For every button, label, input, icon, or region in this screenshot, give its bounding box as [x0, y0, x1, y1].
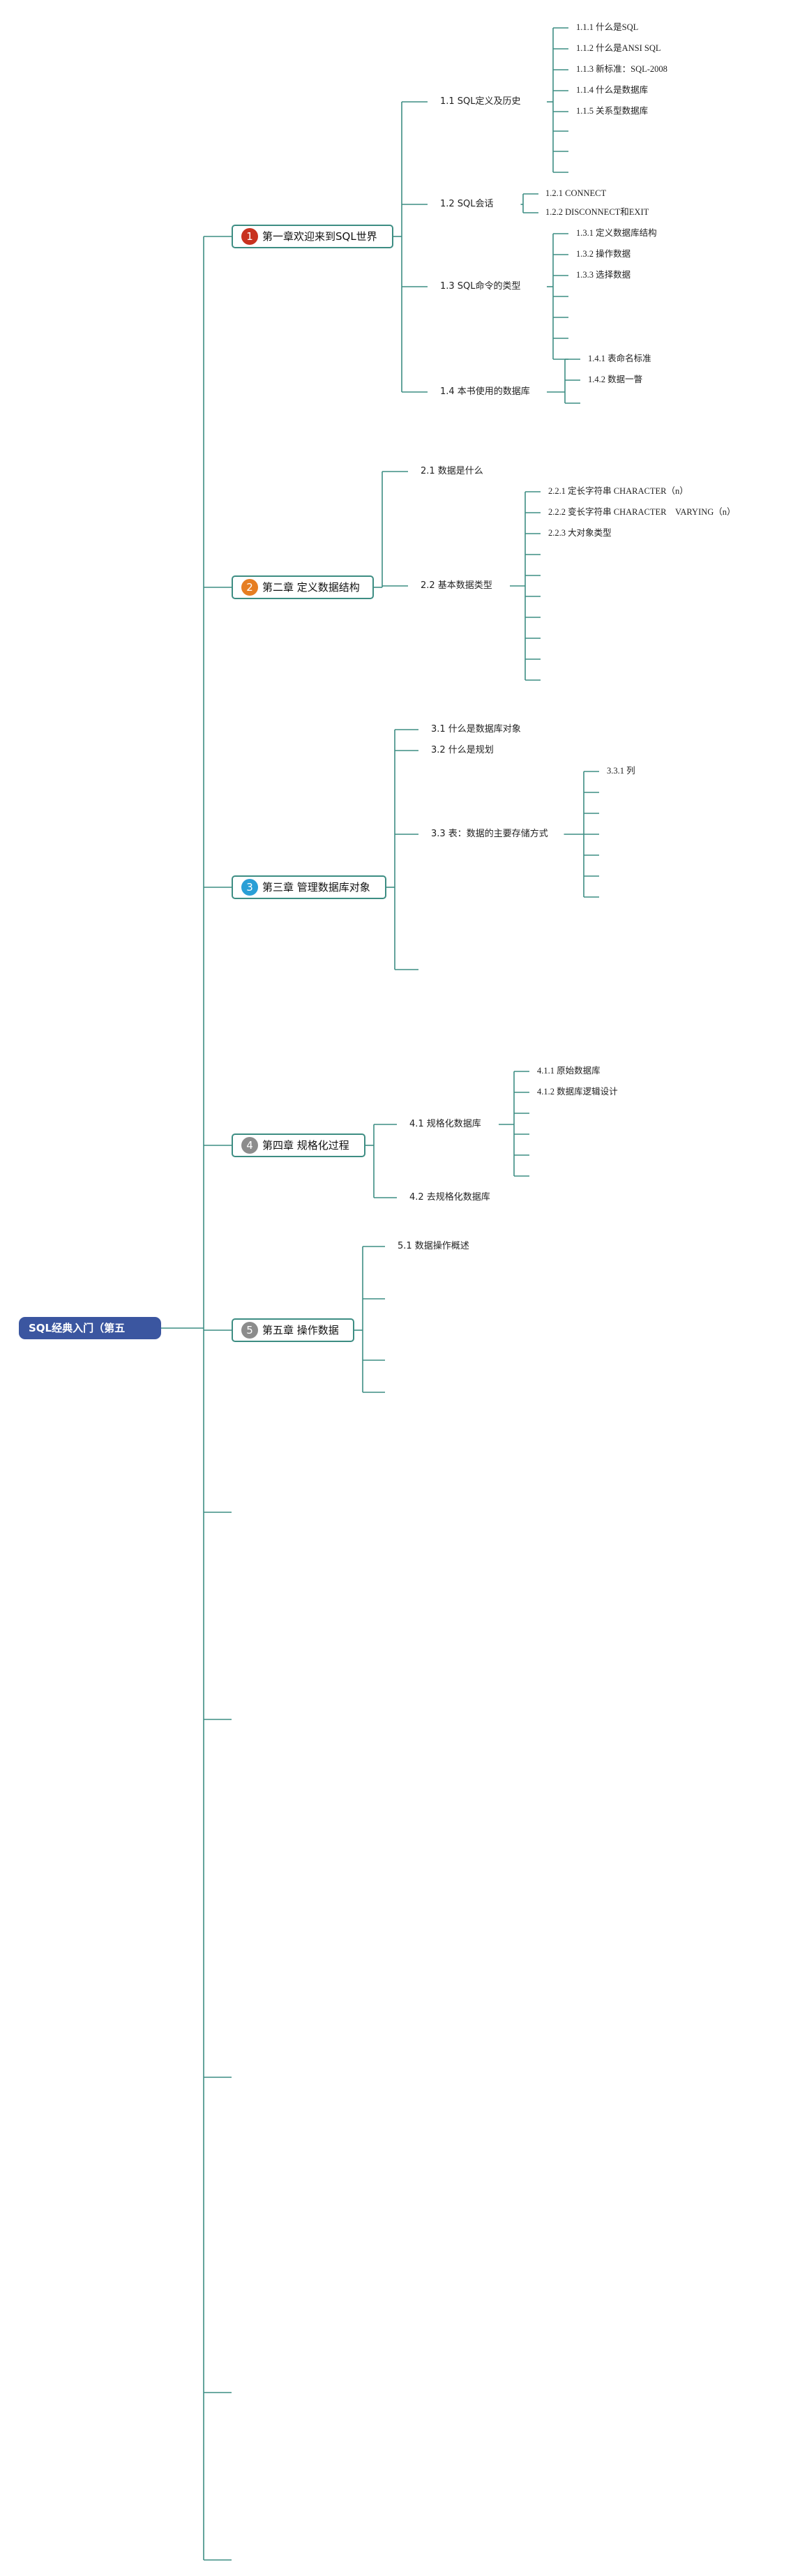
- section-node[interactable]: 1.4 本书使用的数据库: [438, 386, 532, 398]
- subsection-node[interactable]: 1.1.3 新标准：SQL-2008: [576, 64, 667, 74]
- subsection-node[interactable]: 1.4.1 表命名标准: [588, 354, 651, 363]
- root-node[interactable]: SQL经典入门（第五: [19, 1317, 161, 1339]
- subsection-node[interactable]: 2.2.2 变长字符串 CHARACTER VARYING（n）: [548, 507, 736, 517]
- section-node[interactable]: 3.3 表：数据的主要存储方式: [429, 828, 550, 841]
- subsection-node[interactable]: 1.4.2 数据一瞥: [588, 375, 643, 384]
- section-node[interactable]: 1.1 SQL定义及历史: [438, 96, 523, 108]
- section-node[interactable]: 3.2 什么是规划: [429, 744, 496, 757]
- chapter-label: 第一章欢迎来到SQL世界: [262, 230, 377, 243]
- subsection-node[interactable]: 1.1.1 什么是SQL: [576, 22, 639, 32]
- chapter-label: 第四章 规格化过程: [262, 1139, 349, 1152]
- subsection-node[interactable]: 4.1.1 原始数据库: [537, 1066, 601, 1076]
- chapter-number-badge: 2: [241, 579, 258, 596]
- section-node[interactable]: 4.2 去规格化数据库: [407, 1191, 492, 1204]
- chapter-node-4[interactable]: 4 第四章 规格化过程: [232, 1133, 365, 1157]
- chapter-label: 第二章 定义数据结构: [262, 581, 360, 594]
- subsection-node[interactable]: 2.2.3 大对象类型: [548, 528, 612, 538]
- section-node[interactable]: 1.3 SQL命令的类型: [438, 280, 523, 293]
- chapter-number-badge: 3: [241, 879, 258, 896]
- chapter-label: 第三章 管理数据库对象: [262, 881, 370, 894]
- chapter-number-badge: 1: [241, 228, 258, 245]
- section-node[interactable]: 3.1 什么是数据库对象: [429, 723, 523, 736]
- section-node[interactable]: 4.1 规格化数据库: [407, 1118, 483, 1131]
- section-node[interactable]: 2.1 数据是什么: [418, 465, 485, 478]
- section-node[interactable]: 2.2 基本数据类型: [418, 580, 495, 592]
- chapter-node-3[interactable]: 3 第三章 管理数据库对象: [232, 875, 386, 899]
- subsection-node[interactable]: 1.2.2 DISCONNECT和EXIT: [545, 207, 649, 217]
- chapter-node-5[interactable]: 5 第五章 操作数据: [232, 1318, 354, 1342]
- subsection-node[interactable]: 2.2.1 定长字符串 CHARACTER（n）: [548, 486, 688, 496]
- section-node[interactable]: 1.2 SQL会话: [438, 198, 496, 211]
- subsection-node[interactable]: 1.1.5 关系型数据库: [576, 106, 649, 116]
- chapter-label: 第五章 操作数据: [262, 1324, 339, 1336]
- subsection-node[interactable]: 1.3.2 操作数据: [576, 249, 631, 259]
- subsection-node[interactable]: 1.2.1 CONNECT: [545, 188, 607, 198]
- chapter-number-badge: 4: [241, 1137, 258, 1154]
- subsection-node[interactable]: 1.1.2 什么是ANSI SQL: [576, 43, 661, 53]
- subsection-node[interactable]: 1.3.1 定义数据库结构: [576, 228, 657, 238]
- subsection-node[interactable]: 1.1.4 什么是数据库: [576, 85, 649, 95]
- section-node[interactable]: 5.1 数据操作概述: [395, 1240, 471, 1253]
- chapter-number-badge: 5: [241, 1322, 258, 1339]
- subsection-node[interactable]: 1.3.3 选择数据: [576, 270, 631, 280]
- chapter-node-2[interactable]: 2 第二章 定义数据结构: [232, 575, 374, 599]
- chapter-node-1[interactable]: 1 第一章欢迎来到SQL世界: [232, 225, 393, 248]
- subsection-node[interactable]: 3.3.1 列: [607, 766, 635, 776]
- subsection-node[interactable]: 4.1.2 数据库逻辑设计: [537, 1087, 618, 1097]
